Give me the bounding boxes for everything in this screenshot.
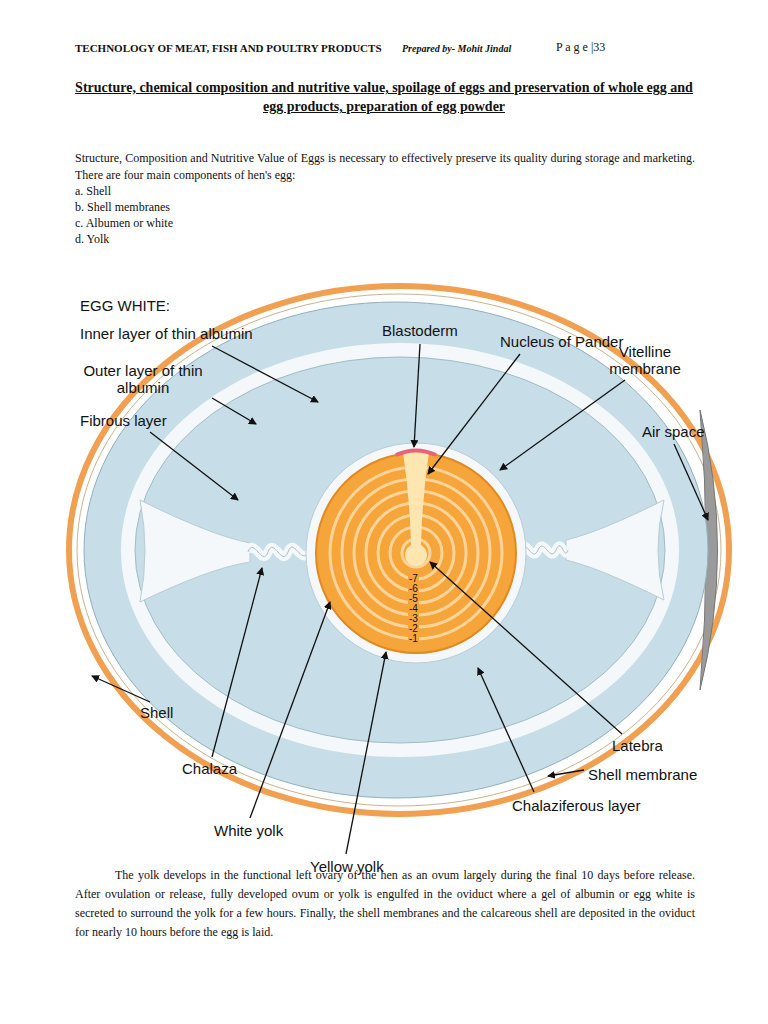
leader-line bbox=[478, 668, 534, 792]
part-label: Shell membrane bbox=[588, 766, 697, 783]
latebra-bulb bbox=[405, 544, 427, 566]
callout-number: -4 bbox=[408, 604, 419, 614]
chalaza-rope bbox=[520, 546, 568, 554]
leader-line bbox=[414, 344, 420, 447]
callout-number: -2 bbox=[408, 624, 419, 634]
chalaza-rope bbox=[248, 547, 310, 556]
leader-line bbox=[346, 652, 386, 854]
part-label: Outer layer of thin albumin bbox=[78, 362, 208, 396]
shell bbox=[69, 286, 729, 814]
leader-line bbox=[428, 354, 520, 474]
callout-number: -5 bbox=[408, 594, 419, 604]
leader-lines bbox=[92, 344, 708, 854]
part-label: Blastoderm bbox=[382, 322, 458, 339]
callout-number: -1 bbox=[408, 634, 419, 644]
leader-line bbox=[674, 444, 708, 520]
part-label: Air space bbox=[642, 423, 705, 440]
list-item: d. Yolk bbox=[75, 231, 109, 248]
latebra bbox=[403, 452, 429, 546]
part-label: Nucleus of Pander bbox=[500, 333, 623, 350]
leader-line bbox=[250, 602, 330, 818]
chalaza-rope-line bbox=[248, 547, 310, 556]
leader-line bbox=[500, 380, 625, 470]
leader-line bbox=[548, 770, 584, 776]
leader-line bbox=[212, 346, 318, 402]
leader-line bbox=[212, 398, 256, 424]
page-title: Structure, chemical composition and nutr… bbox=[70, 78, 698, 116]
leader-line bbox=[430, 562, 622, 734]
chalaza-rope-line bbox=[520, 546, 568, 554]
chalaza-fan bbox=[140, 500, 250, 602]
part-label: White yolk bbox=[214, 822, 283, 839]
callout-number: -3 bbox=[408, 614, 419, 624]
fibrous-layer-edge bbox=[135, 357, 665, 743]
part-label: Shell bbox=[140, 704, 173, 721]
part-label: Fibrous layer bbox=[80, 412, 167, 429]
leader-line bbox=[92, 676, 150, 702]
callout-number: -7 bbox=[408, 574, 419, 584]
part-label: Latebra bbox=[612, 737, 663, 754]
chalaziferous-layer bbox=[306, 443, 526, 663]
blastoderm bbox=[396, 451, 436, 456]
running-header: TECHNOLOGY OF MEAT, FISH AND POULTRY PRO… bbox=[75, 42, 382, 54]
yolk bbox=[316, 453, 516, 653]
part-label: Chalaziferous layer bbox=[512, 797, 640, 814]
page-number: P a g e |33 bbox=[556, 40, 605, 55]
list-item: b. Shell membranes bbox=[75, 199, 170, 216]
part-label: Inner layer of thin albumin bbox=[80, 325, 253, 342]
callout-number: -6 bbox=[408, 584, 419, 594]
section-label: EGG WHITE: bbox=[80, 297, 170, 314]
list-item: a. Shell bbox=[75, 183, 111, 200]
leader-line bbox=[212, 568, 262, 757]
fibrous-layer bbox=[128, 350, 672, 750]
body-text: Structure, Composition and Nutritive Val… bbox=[75, 150, 695, 184]
part-label: Chalaza bbox=[182, 760, 237, 777]
shell-membrane bbox=[77, 294, 721, 806]
body-text: The yolk develops in the functional left… bbox=[75, 866, 695, 942]
leader-line bbox=[150, 432, 238, 500]
part-label: Vitelline membrane bbox=[590, 343, 700, 377]
list-item: c. Albumen or white bbox=[75, 215, 173, 232]
chalaza-fan bbox=[566, 500, 664, 600]
author-credit: Prepared by- Mohit Jindal bbox=[402, 43, 511, 54]
